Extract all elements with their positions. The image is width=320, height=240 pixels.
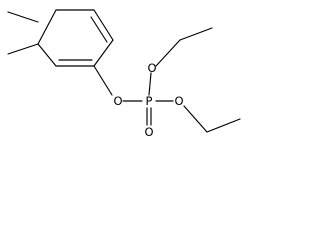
bond-ring-double-top-right-inner <box>90 16 108 43</box>
bond-lower-ch2-to-ch3 <box>206 118 241 133</box>
upper-ethoxy-oxygen-label: O <box>147 61 156 75</box>
bond-methyl-left <box>7 43 39 55</box>
bond-ring-to-ester-o <box>93 65 113 96</box>
bond-ring-top-left <box>37 9 57 45</box>
atom-labels: O P O O O <box>113 61 183 139</box>
bond-ring-right <box>93 39 114 67</box>
bond-methyl-upper <box>7 11 39 23</box>
bond-ring-bottom-left <box>37 43 57 67</box>
phosphoryl-oxygen-label: O <box>144 125 153 139</box>
bond-p-to-upper-o <box>148 72 152 96</box>
lower-ethoxy-oxygen-label: O <box>174 94 183 108</box>
bond-lower-o-to-ch2 <box>183 105 208 133</box>
bond-ring-double-top-right <box>93 9 114 41</box>
phosphorus-label: P <box>146 94 153 108</box>
bond-upper-o-to-ch2 <box>155 39 181 67</box>
chemical-structure: O P O O O <box>7 9 241 139</box>
bond-upper-ch2-to-ch3 <box>179 27 213 41</box>
bonds <box>7 9 241 133</box>
ester-oxygen-label: O <box>113 94 122 108</box>
